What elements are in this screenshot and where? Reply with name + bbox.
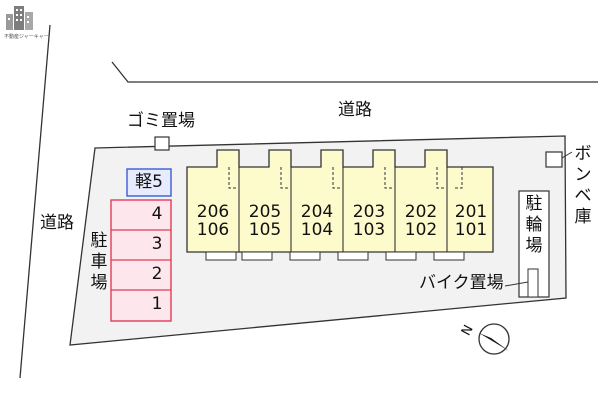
unit-number-lower: 105 bbox=[248, 220, 282, 240]
bike-storage-leader bbox=[504, 281, 529, 287]
bike-parking-label-char: 場 bbox=[525, 236, 543, 256]
kei-parking-label: 軽5 bbox=[135, 172, 163, 192]
unit-number-upper: 206 bbox=[196, 202, 230, 222]
unit-number-lower: 101 bbox=[454, 220, 488, 240]
unit-number-lower: 103 bbox=[352, 220, 386, 240]
parking-space-number: 3 bbox=[151, 234, 163, 254]
building bbox=[186, 149, 494, 261]
cylinder-box bbox=[545, 151, 563, 168]
bike-storage-box bbox=[527, 268, 539, 298]
unit-number-upper: 202 bbox=[404, 202, 438, 222]
unit-number-lower: 104 bbox=[300, 220, 334, 240]
cylinder-label-char: ボ bbox=[574, 144, 592, 164]
garbage-label: ゴミ置場 bbox=[127, 111, 195, 131]
cylinder-label-char: ベ bbox=[574, 186, 592, 206]
garbage-box bbox=[154, 136, 170, 151]
logo-caption: 不動産ジャーキャー bbox=[4, 34, 49, 40]
road-label-top: 道路 bbox=[338, 100, 372, 120]
unit-number-upper: 205 bbox=[248, 202, 282, 222]
parking-space-number: 1 bbox=[151, 294, 163, 314]
unit-number-lower: 102 bbox=[404, 220, 438, 240]
bike-parking-label-char: 輪 bbox=[525, 215, 543, 235]
parking-space-number: 2 bbox=[151, 264, 163, 284]
compass-icon bbox=[478, 323, 510, 355]
left-road-edge bbox=[19, 24, 51, 379]
top-road-edge bbox=[111, 61, 598, 83]
cylinder-leader bbox=[561, 151, 573, 159]
unit-number-upper: 203 bbox=[352, 202, 386, 222]
parking-label-char: 駐 bbox=[90, 231, 108, 251]
cylinder-storage-label: ボ ン ベ 庫 bbox=[572, 144, 594, 228]
cylinder-label-char: 庫 bbox=[574, 207, 592, 227]
road-label-left: 道路 bbox=[40, 213, 74, 233]
parking-label-char: 場 bbox=[90, 273, 108, 293]
logo-icon bbox=[6, 6, 33, 30]
unit-number-upper: 201 bbox=[454, 202, 488, 222]
parking-label: 駐 車 場 bbox=[89, 231, 109, 294]
bike-storage-label: バイク置場 bbox=[419, 273, 504, 293]
parking-label-char: 車 bbox=[90, 252, 108, 272]
bike-parking-label: 駐 輪 場 bbox=[524, 194, 544, 257]
kei-parking-space bbox=[126, 168, 172, 197]
unit-number-upper: 204 bbox=[300, 202, 334, 222]
bike-parking-label-char: 駐 bbox=[525, 194, 543, 214]
parking-space-number: 4 bbox=[151, 204, 163, 224]
cylinder-label-char: ン bbox=[574, 165, 592, 185]
unit-number-lower: 106 bbox=[196, 220, 230, 240]
